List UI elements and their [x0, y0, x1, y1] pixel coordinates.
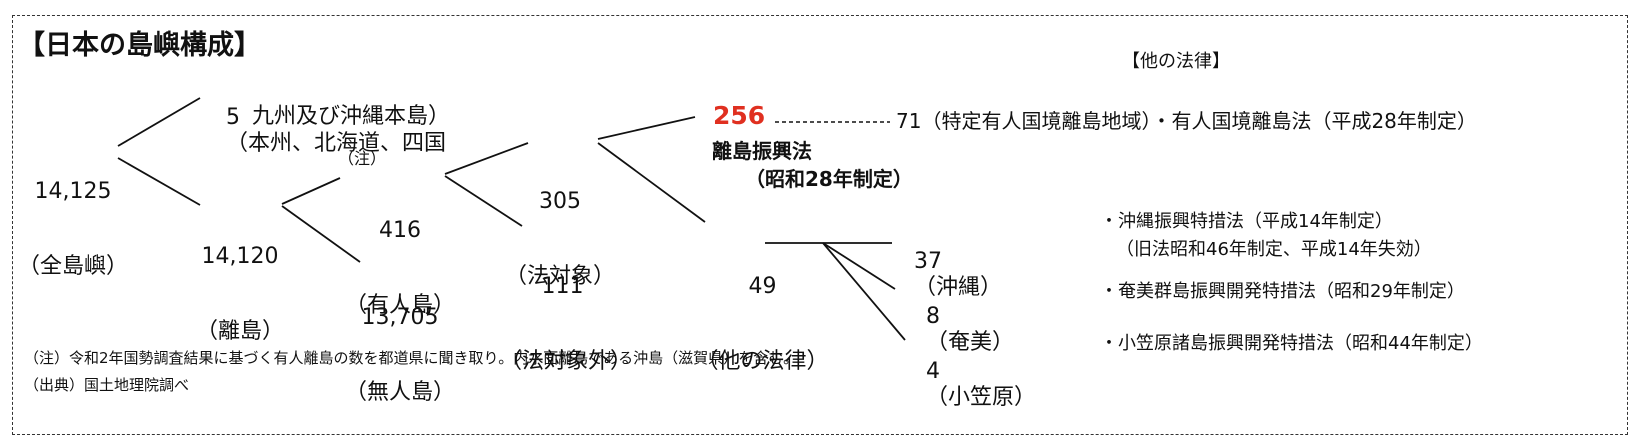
promotion-law-enacted: （昭和28年制定） [745, 167, 913, 191]
covered-node: 305 （法対象） [505, 138, 615, 315]
okinawa-law-line2: （旧法昭和46年制定、平成14年失効） [1116, 239, 1432, 260]
promotion-law-label: 離島振興法 [712, 139, 812, 163]
amami-label: （奄美） [926, 329, 1015, 355]
ogasawara-law: ・小笠原諸島振興開発特措法（昭和44年制定） [1100, 333, 1483, 354]
other-laws-label: （他の法律） [696, 349, 829, 375]
main-islands-count: 5 [226, 105, 240, 131]
line-inhabited-to-covered [444, 142, 529, 175]
uninhabited-count: 13,705 [361, 304, 439, 330]
main-islands-line1: （本州、北海道、四国 [226, 130, 447, 156]
remote-islands-label: （離島） [195, 319, 284, 345]
main-islands-node: 5 （本州、北海道、四国 [212, 80, 446, 156]
note-mark: （注） [338, 149, 387, 168]
source-note: （出典）国土地理院調べ [24, 376, 190, 394]
remote-islands-count: 14,120 [201, 243, 279, 269]
inhabited-node: 416 （有人島） [345, 167, 455, 344]
amami-count: 8 [926, 304, 940, 330]
main-islands-line2: 九州及び沖縄本島） [252, 104, 451, 129]
amami-law: ・奄美群島振興開発特措法（昭和29年制定） [1100, 281, 1465, 302]
remote-islands-node: 14,120 （離島） [190, 193, 290, 370]
line-other-to-ogasawara [822, 242, 906, 341]
line-other-to-amami [822, 242, 896, 290]
all-islands-count: 14,125 [34, 178, 112, 204]
okinawa-law-line1: ・沖縄振興特措法（平成14年制定） [1100, 211, 1393, 232]
footnote: （注）令和2年国勢調査結果に基づく有人離島の数を都道県に聞き取り。内水面離島であ… [24, 349, 799, 367]
ogasawara-node: 4 （小笠原） [912, 334, 1036, 410]
not-covered-label: （法対象外） [500, 349, 633, 375]
okinawa-node: 37 （沖縄） [900, 224, 1002, 300]
covered-count: 305 [539, 188, 581, 214]
uninhabited-node: 13,705 （無人島） [345, 254, 455, 431]
inhabited-count: 416 [379, 217, 421, 243]
not-covered-node: 111 （法対象外） [500, 223, 633, 400]
line-remote-to-inhabited [281, 177, 341, 205]
line-covered-to-other [597, 142, 706, 223]
other-laws-count: 49 [748, 273, 777, 299]
promotion-law-count: 256 [713, 101, 766, 130]
line-inhabited-to-notcovered [444, 175, 523, 227]
okinawa-count: 37 [914, 249, 942, 275]
other-laws-header: 【他の法律】 [1122, 51, 1230, 72]
all-islands-node: 14,125 （全島嶼） [18, 128, 128, 305]
other-laws-node: 49 （他の法律） [690, 223, 835, 400]
not-covered-count: 111 [541, 273, 584, 299]
ogasawara-count: 4 [926, 359, 940, 385]
page-title: 【日本の島嶼構成】 [18, 30, 261, 61]
all-islands-label: （全島嶼） [18, 254, 129, 280]
border-islands-text: 71（特定有人国境離島地域）・有人国境離島法（平成28年制定） [896, 109, 1477, 133]
line-all-to-main [117, 97, 201, 147]
line-covered-to-promotion [597, 116, 696, 140]
okinawa-label: （沖縄） [914, 274, 1003, 300]
amami-node: 8 （奄美） [912, 279, 1014, 355]
inhabited-label: （有人島） [345, 293, 456, 319]
line-remote-to-uninhabited [281, 205, 361, 263]
covered-label: （法対象） [505, 264, 616, 290]
ogasawara-label: （小笠原） [926, 384, 1037, 410]
diagram-frame [12, 15, 1628, 435]
line-all-to-remote [117, 157, 201, 206]
uninhabited-label: （無人島） [345, 380, 456, 406]
